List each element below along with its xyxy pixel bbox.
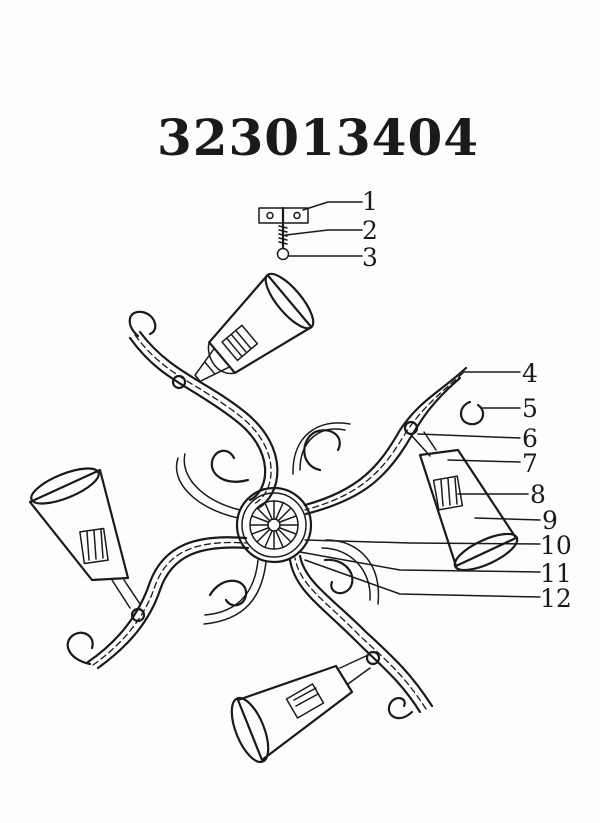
- callout-3: 3: [362, 243, 378, 272]
- arm-bottom: [288, 539, 434, 720]
- callout-6: 6: [522, 424, 538, 453]
- center-canopy: [235, 486, 313, 564]
- shade-top: [194, 272, 315, 383]
- callout-12: 12: [540, 584, 572, 613]
- shade-bottom: [230, 655, 371, 764]
- swivel-joint-top: [171, 374, 187, 390]
- callout-4: 4: [522, 359, 538, 388]
- arm-upper-left: [128, 310, 279, 519]
- leader-lines: [285, 201, 541, 598]
- swivel-joint-left: [130, 607, 146, 623]
- callout-labels: 1 2 3 4 5 6 7 8 9 10 11 12: [362, 187, 572, 613]
- callout-8: 8: [530, 480, 546, 509]
- callout-9: 9: [542, 506, 558, 535]
- callout-1: 1: [362, 187, 378, 216]
- arm-lower-left: [66, 536, 267, 670]
- shade-left: [28, 467, 141, 609]
- mounting-hardware: [258, 206, 309, 261]
- finial-nut: [276, 247, 290, 261]
- arm-right: [292, 366, 485, 516]
- callout-10: 10: [540, 531, 572, 560]
- shade-right: [411, 431, 519, 572]
- swivel-joint-bottom: [365, 650, 381, 666]
- callout-11: 11: [540, 559, 572, 588]
- model-number-title: 323013404: [156, 108, 480, 167]
- callout-7: 7: [522, 449, 538, 478]
- threaded-rod: [278, 206, 288, 249]
- callout-2: 2: [362, 216, 378, 245]
- callout-5: 5: [522, 394, 538, 423]
- swivel-joint-right: [403, 420, 419, 436]
